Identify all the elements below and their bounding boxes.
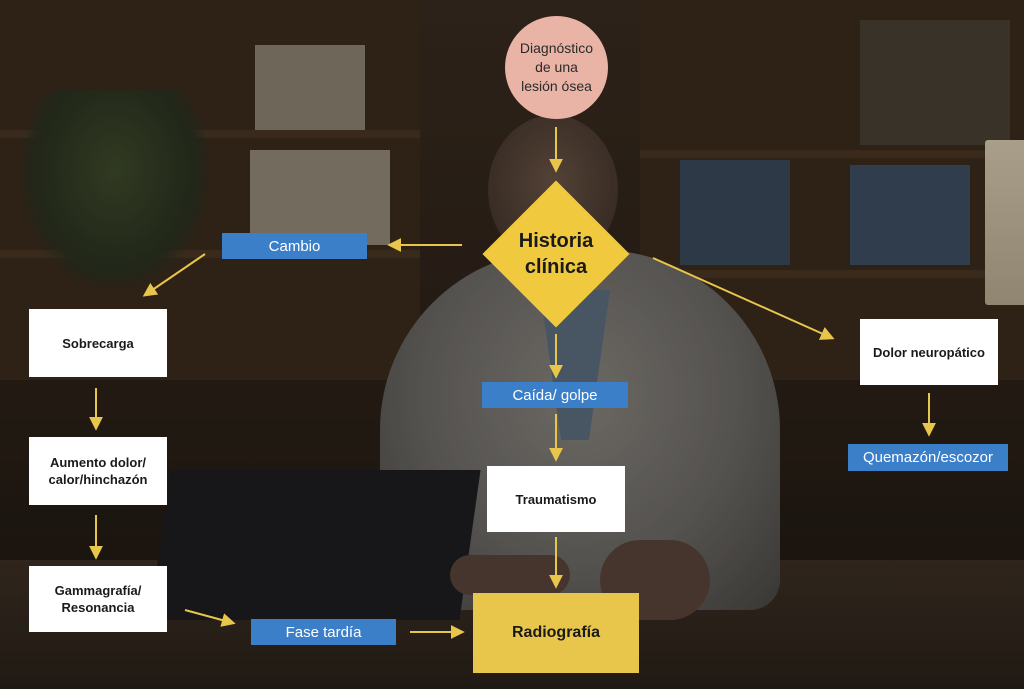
label-cambio: Cambio <box>222 233 367 259</box>
shelf <box>0 250 420 258</box>
box-aumento-dolor: Aumento dolor/ calor/hinchazón <box>29 437 167 505</box>
box-traumatismo: Traumatismo <box>487 466 625 532</box>
shelf <box>0 130 420 138</box>
plant <box>20 90 210 290</box>
label-quemazon: Quemazón/escozor <box>848 444 1008 471</box>
shelf <box>640 270 1024 278</box>
arrow-gammagrafia-to-fase <box>184 609 236 627</box>
shelf <box>640 150 1024 158</box>
books <box>255 45 365 130</box>
arrow-decision-to-dolor <box>652 257 835 340</box>
box-gammagrafia: Gammagrafía/ Resonancia <box>29 566 167 632</box>
books <box>860 20 1010 145</box>
books <box>680 160 790 265</box>
start-circle: Diagnóstico de una lesión ósea <box>505 16 608 119</box>
box-sobrecarga: Sobrecarga <box>29 309 167 377</box>
books <box>850 165 970 265</box>
box-radiografia: Radiografía <box>473 593 639 673</box>
label-caida-golpe: Caída/ golpe <box>482 382 628 408</box>
decision-diamond: Historia clínica <box>482 180 630 328</box>
books <box>250 150 390 245</box>
lamp <box>985 140 1024 305</box>
decision-label: Historia clínica <box>518 230 594 278</box>
arrow-cambio-to-sobrecarga <box>142 253 206 297</box>
label-fase-tardia: Fase tardía <box>251 619 396 645</box>
box-dolor-neuropatico: Dolor neuropático <box>860 319 998 385</box>
